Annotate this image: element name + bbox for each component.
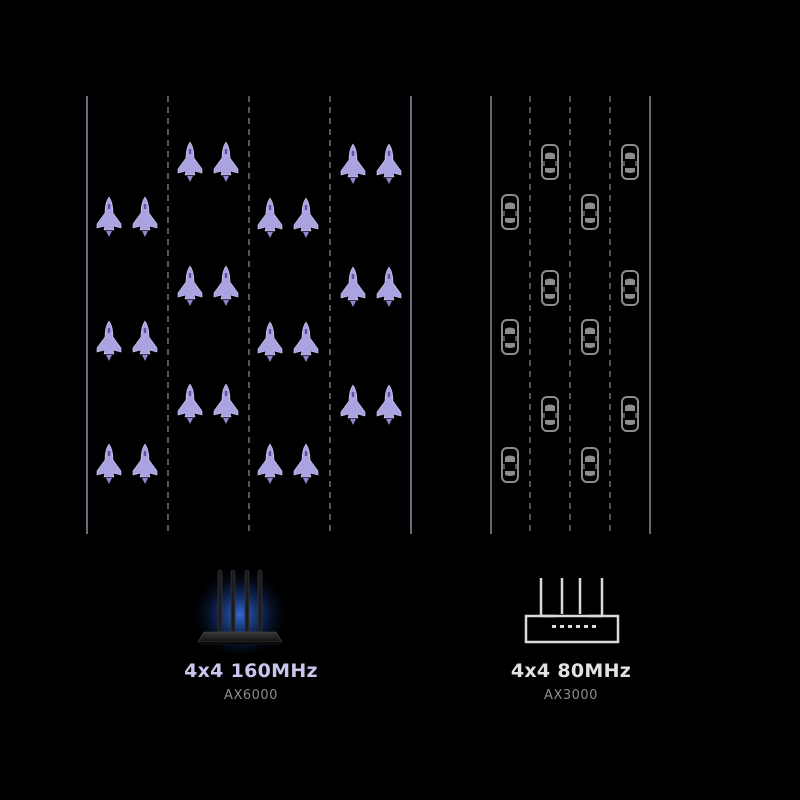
space-shuttle-icon bbox=[376, 143, 402, 185]
space-shuttle-icon bbox=[376, 266, 402, 308]
space-shuttle-icon bbox=[293, 197, 319, 239]
space-shuttle-icon bbox=[132, 443, 158, 485]
left-caption: 4x4 160MHz AX6000 bbox=[101, 660, 401, 703]
space-shuttle-icon bbox=[177, 383, 203, 425]
left-lane-lines bbox=[86, 96, 412, 534]
car-icon bbox=[581, 194, 599, 230]
space-shuttle-icon bbox=[213, 383, 239, 425]
right-spec-label: 4x4 80MHz bbox=[510, 660, 632, 682]
car-icon bbox=[541, 270, 559, 306]
space-shuttle-icon bbox=[340, 143, 366, 185]
left-model-label: AX6000 bbox=[224, 688, 278, 703]
space-shuttle-icon bbox=[213, 265, 239, 307]
space-shuttle-icon bbox=[293, 321, 319, 363]
space-shuttle-icon bbox=[132, 320, 158, 362]
space-shuttle-icon bbox=[257, 443, 283, 485]
space-shuttle-icon bbox=[257, 321, 283, 363]
car-icon bbox=[541, 144, 559, 180]
space-shuttle-icon bbox=[293, 443, 319, 485]
space-shuttle-icon bbox=[340, 384, 366, 426]
car-icon bbox=[501, 194, 519, 230]
right-model-label: AX3000 bbox=[544, 688, 598, 703]
space-shuttle-icon bbox=[340, 266, 366, 308]
space-shuttle-icon bbox=[177, 265, 203, 307]
space-shuttle-icon bbox=[177, 141, 203, 183]
car-icon bbox=[621, 396, 639, 432]
car-icon bbox=[501, 319, 519, 355]
space-shuttle-icon bbox=[96, 443, 122, 485]
space-shuttle-icon bbox=[96, 320, 122, 362]
router-outline-icon bbox=[524, 578, 620, 644]
car-icon bbox=[621, 270, 639, 306]
router-photo-icon bbox=[194, 566, 286, 652]
car-icon bbox=[501, 447, 519, 483]
car-icon bbox=[541, 396, 559, 432]
left-spec-label: 4x4 160MHz bbox=[184, 660, 318, 682]
car-icon bbox=[581, 447, 599, 483]
space-shuttle-icon bbox=[132, 196, 158, 238]
car-icon bbox=[621, 144, 639, 180]
space-shuttle-icon bbox=[376, 384, 402, 426]
space-shuttle-icon bbox=[257, 197, 283, 239]
right-lane-lines bbox=[490, 96, 651, 534]
space-shuttle-icon bbox=[96, 196, 122, 238]
right-caption: 4x4 80MHz AX3000 bbox=[421, 660, 721, 703]
left-shuttles bbox=[96, 141, 402, 485]
space-shuttle-icon bbox=[213, 141, 239, 183]
car-icon bbox=[581, 319, 599, 355]
